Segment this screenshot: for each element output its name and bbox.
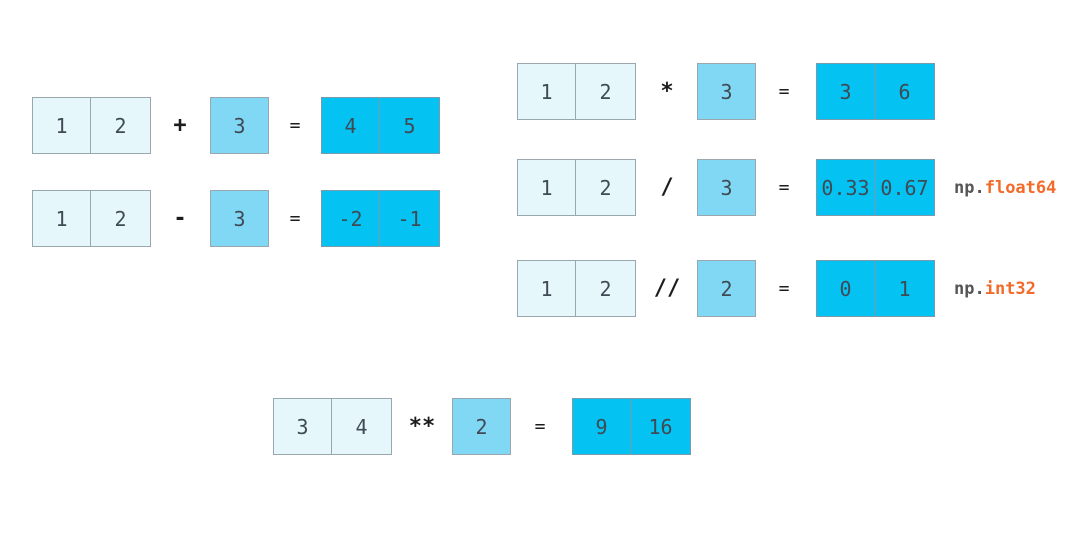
array-cell: 1 [517,159,576,216]
dtype-label: np.int32 [954,260,1036,317]
dtype-prefix: np. [954,278,985,299]
operator-symbol: * [660,79,674,104]
array-cell: 4 [332,398,392,455]
result-cell: 6 [875,63,935,120]
array-cell: 1 [32,97,91,154]
result-cell: 0.67 [875,159,935,216]
result-cell: 16 [631,398,691,455]
result-array: 4 5 [321,97,440,154]
result-array: 9 16 [572,398,691,455]
scalar-cell: 3 [697,159,756,216]
operator-symbol: + [173,113,187,138]
scalar-cell: 3 [210,190,269,247]
result-cell: 5 [380,97,440,154]
result-cell: 3 [816,63,875,120]
result-cell: 0 [816,260,875,317]
result-array: -2 -1 [321,190,440,247]
equals-sign: = [289,115,301,136]
result-cell: 1 [875,260,935,317]
equals-sign: = [289,208,301,229]
array-cell: 2 [91,97,151,154]
result-cell: -1 [380,190,440,247]
result-cell: 9 [572,398,631,455]
scalar-operand: 3 [697,63,756,120]
scalar-operand: 3 [210,97,269,154]
operator-symbol: // [653,276,681,301]
scalar-cell: 2 [452,398,511,455]
result-cell: 4 [321,97,380,154]
array-cell: 1 [517,260,576,317]
array-cell: 2 [576,63,636,120]
left-array: 1 2 [517,159,636,216]
dtype-prefix: np. [954,177,985,198]
array-cell: 3 [273,398,332,455]
array-cell: 1 [517,63,576,120]
result-array: 3 6 [816,63,935,120]
result-cell: 0.33 [816,159,875,216]
array-cell: 2 [576,159,636,216]
equals-sign: = [778,177,790,198]
scalar-operand: 3 [210,190,269,247]
left-array: 1 2 [32,97,151,154]
result-array: 0 1 [816,260,935,317]
equals-sign: = [778,278,790,299]
operator-symbol: / [660,175,674,200]
scalar-operand: 2 [697,260,756,317]
left-array: 1 2 [32,190,151,247]
scalar-operand: 3 [697,159,756,216]
result-array: 0.33 0.67 [816,159,935,216]
dtype-name: int32 [984,278,1036,299]
left-array: 1 2 [517,260,636,317]
dtype-label: np.float64 [954,159,1056,216]
scalar-cell: 2 [697,260,756,317]
operator-symbol: - [173,206,187,231]
left-array: 1 2 [517,63,636,120]
dtype-name: float64 [984,177,1057,198]
left-array: 3 4 [273,398,392,455]
array-cell: 1 [32,190,91,247]
operator-symbol: ** [408,414,436,439]
scalar-cell: 3 [210,97,269,154]
array-cell: 2 [91,190,151,247]
result-cell: -2 [321,190,380,247]
array-cell: 2 [576,260,636,317]
equals-sign: = [778,81,790,102]
scalar-operand: 2 [452,398,511,455]
scalar-cell: 3 [697,63,756,120]
equals-sign: = [534,416,546,437]
